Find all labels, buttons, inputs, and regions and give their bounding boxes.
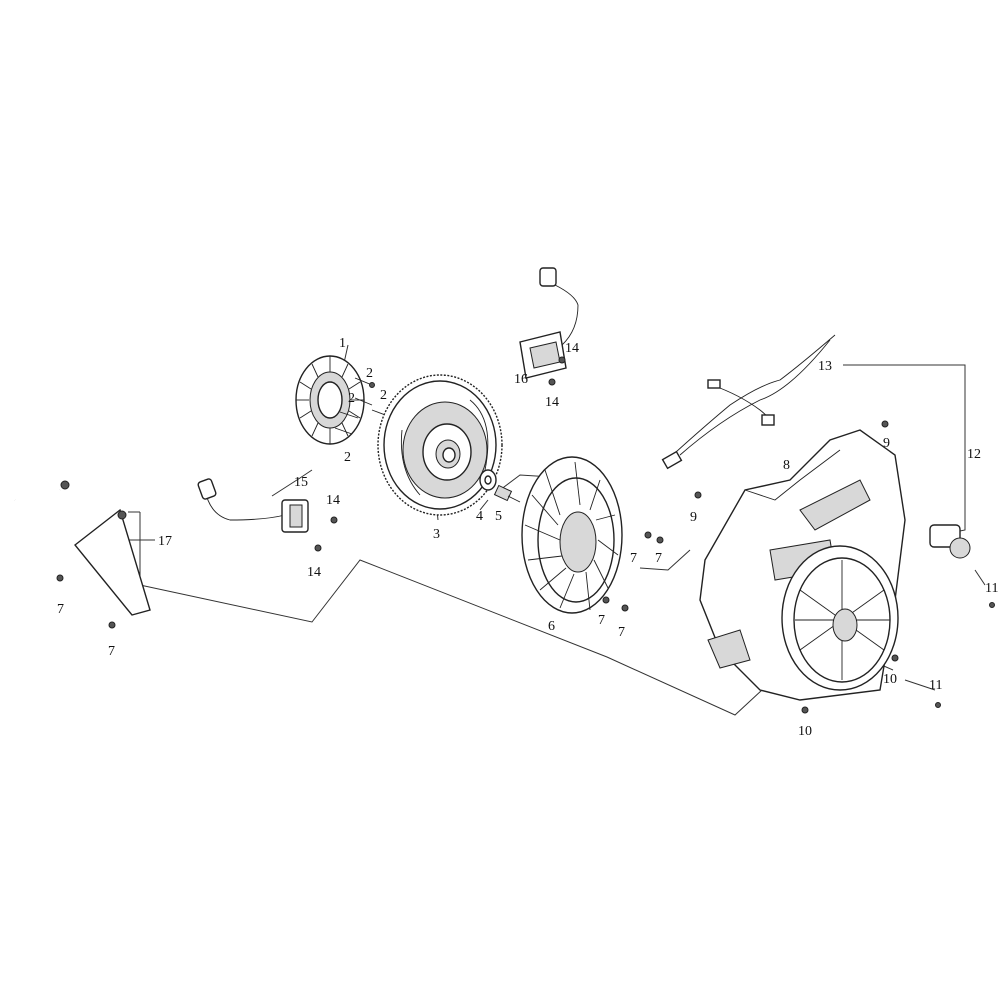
cooling-fan bbox=[521, 456, 623, 614]
label-part-17: 17 bbox=[158, 534, 172, 549]
label-part-1: 1 bbox=[339, 336, 346, 351]
label-part-11: 11 bbox=[929, 678, 942, 693]
sensor-switch bbox=[929, 524, 995, 708]
label-part-7: 7 bbox=[57, 602, 64, 617]
label-part-2: 2 bbox=[366, 366, 373, 381]
label-part-9: 9 bbox=[690, 510, 697, 525]
ignition-coil bbox=[197, 478, 338, 552]
stator bbox=[295, 355, 365, 445]
label-part-5: 5 bbox=[495, 509, 502, 524]
label-part-7: 7 bbox=[618, 625, 625, 640]
label-part-2: 2 bbox=[344, 450, 351, 465]
label-part-2: 2 bbox=[380, 388, 387, 403]
label-part-13: 13 bbox=[818, 359, 832, 374]
callout-labels: 1 2 2 2 2 3 4 5 6 7 7 7 7 7 7 8 9 9 10 1… bbox=[57, 336, 998, 739]
label-part-7: 7 bbox=[108, 644, 115, 659]
label-part-14: 14 bbox=[545, 395, 559, 410]
fan-housing bbox=[694, 420, 906, 714]
label-part-15: 15 bbox=[294, 475, 308, 490]
fan-screws bbox=[56, 531, 664, 629]
label-part-4: 4 bbox=[476, 509, 483, 524]
flywheel bbox=[377, 374, 503, 516]
hose-bracket bbox=[8, 479, 151, 616]
label-part-8: 8 bbox=[783, 458, 790, 473]
label-part-7: 7 bbox=[598, 613, 605, 628]
label-part-10: 10 bbox=[798, 724, 812, 739]
label-part-16: 16 bbox=[514, 372, 528, 387]
label-part-11: 11 bbox=[985, 581, 998, 596]
label-part-3: 3 bbox=[433, 527, 440, 542]
label-part-14: 14 bbox=[307, 565, 321, 580]
label-part-6: 6 bbox=[548, 619, 555, 634]
label-part-10: 10 bbox=[883, 672, 897, 687]
label-part-7: 7 bbox=[630, 551, 637, 566]
label-part-14: 14 bbox=[565, 341, 579, 356]
washer-and-nut bbox=[479, 469, 521, 503]
label-part-9: 9 bbox=[883, 436, 890, 451]
label-part-2: 2 bbox=[348, 391, 355, 406]
wiring-harness bbox=[661, 334, 836, 470]
regulator bbox=[519, 267, 579, 386]
label-part-14: 14 bbox=[326, 493, 340, 508]
label-part-7: 7 bbox=[655, 551, 662, 566]
label-part-12: 12 bbox=[967, 447, 981, 462]
